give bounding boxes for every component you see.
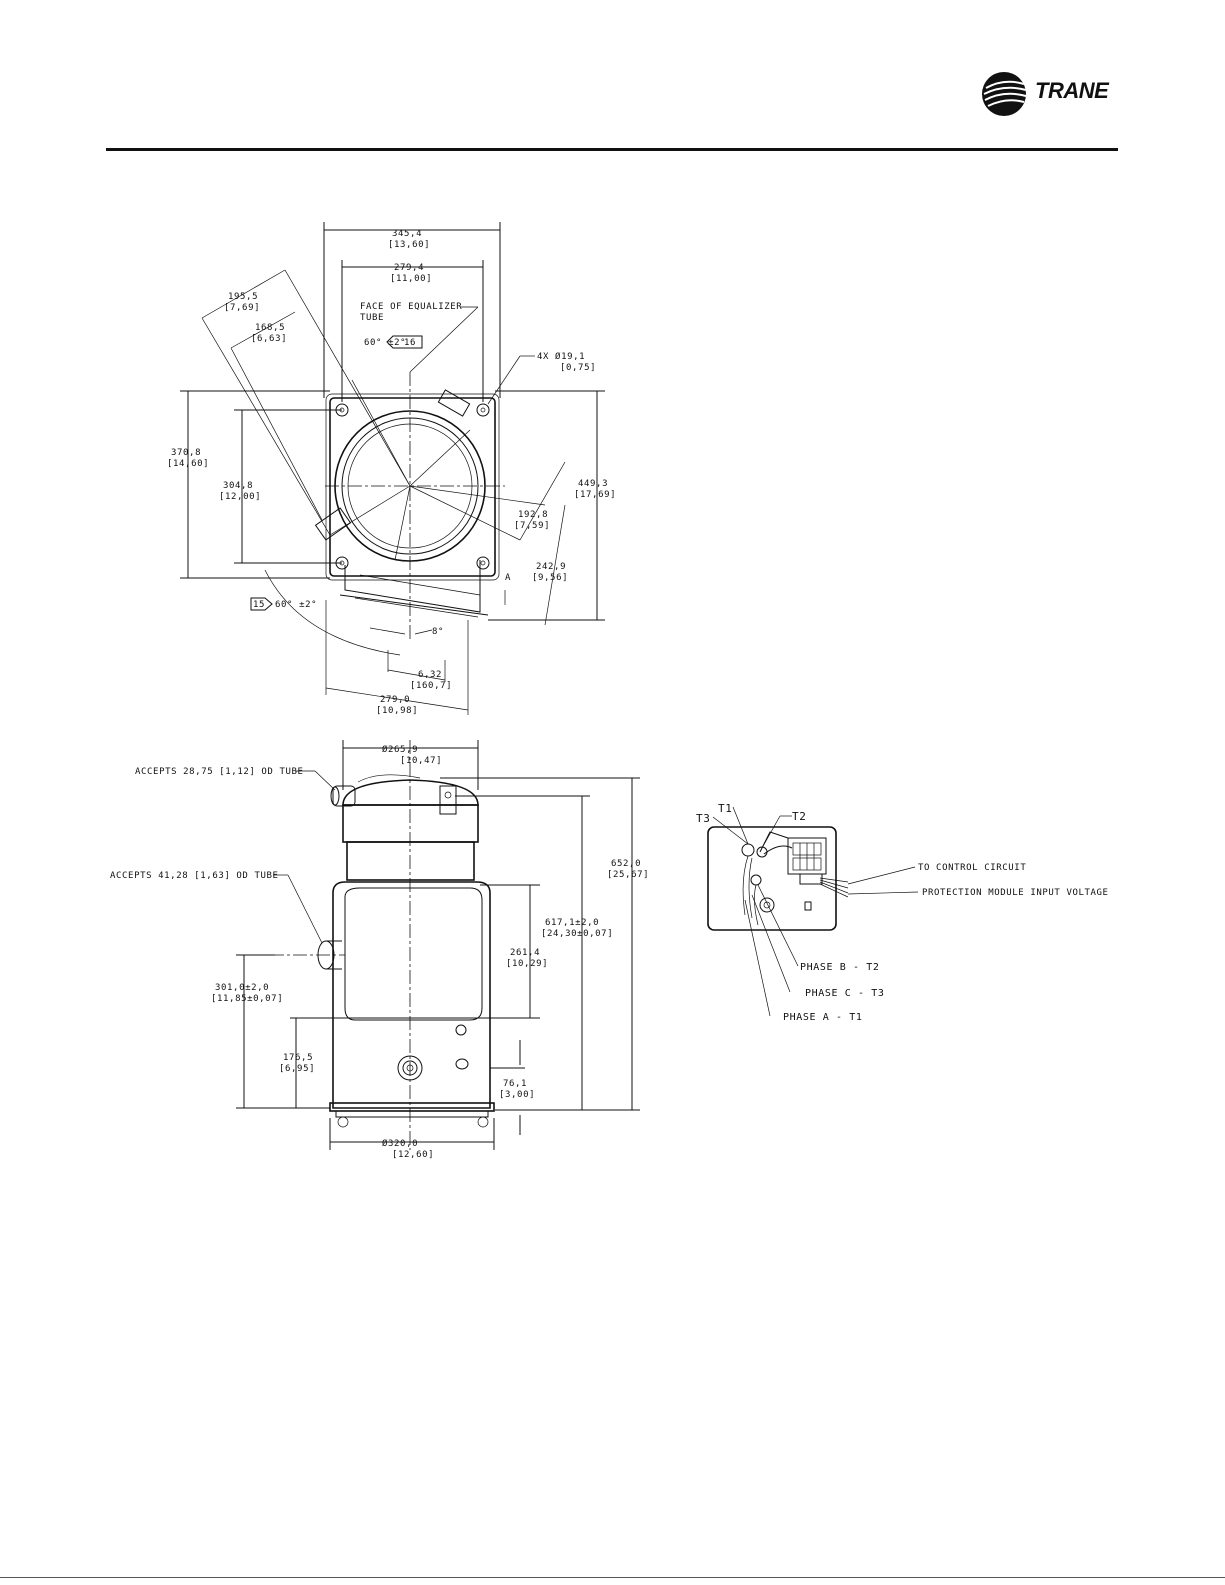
dim-offset-in: [160,7] <box>410 681 452 691</box>
protection-label: PROTECTION MODULE INPUT VOLTAGE <box>922 888 1109 898</box>
phase-a-label: PHASE A - T1 <box>783 1012 862 1023</box>
dim-width-overall-in: [13,60] <box>388 240 430 250</box>
brand-logo <box>982 72 1027 116</box>
dim-height-overall: 652,0 <box>611 859 641 869</box>
equalizer-label-2: TUBE <box>360 313 384 323</box>
angle-top: 60° ±2° <box>364 338 406 348</box>
dim-angled-b: 168,5 <box>255 323 285 333</box>
dim-height-body: 261,4 <box>510 948 540 958</box>
dim-radial-2-in: [9,56] <box>532 573 568 583</box>
phase-c-label: PHASE C - T3 <box>805 988 884 999</box>
dim-left-outer: 370,8 <box>171 448 201 458</box>
top-view <box>180 222 605 715</box>
header-rule <box>106 148 1118 151</box>
dim-radial-2: 242,9 <box>536 562 566 572</box>
dim-radial-1-in: [7,59] <box>514 521 550 531</box>
view-label-a: A <box>505 573 511 583</box>
discharge-tube-label: ACCEPTS 41,28 [1,63] OD TUBE <box>110 871 279 881</box>
dim-height-overall-in: [25,67] <box>607 870 649 880</box>
dim-height-discharge: 301,0±2,0 <box>215 983 269 993</box>
dim-left-inner-in: [12,00] <box>219 492 261 502</box>
dim-diameter-base-in: [12,60] <box>392 1150 434 1160</box>
dim-base-width-in: [10,98] <box>376 706 418 716</box>
dim-diameter-top: Ø265,9 <box>382 744 418 755</box>
to-control-label: TO CONTROL CIRCUIT <box>918 863 1026 873</box>
terminal-t2-label: T2 <box>792 810 806 823</box>
dim-height-low-in: [6,95] <box>279 1064 315 1074</box>
footer-rule <box>0 1577 1225 1578</box>
dim-offset: 6,32 <box>418 670 442 680</box>
dim-height-base-in: [3,00] <box>499 1090 535 1100</box>
dim-height-base: 76,1 <box>503 1079 527 1089</box>
dim-diameter-top-in: [10,47] <box>400 756 442 766</box>
dim-width-bolts: 279,4 <box>394 263 424 273</box>
angle-bottom: 60° ±2° <box>275 600 317 610</box>
dim-height-tube: 617,1±2,0 <box>545 918 599 928</box>
note-bottom: 15 <box>253 600 265 610</box>
dim-width-bolts-in: [11,00] <box>390 274 432 284</box>
dim-angled-b-in: [6,63] <box>251 334 287 344</box>
equalizer-label-1: FACE OF EQUALIZER <box>360 302 462 312</box>
dim-right-outer-in: [17,69] <box>574 490 616 500</box>
dim-height-body-in: [10,29] <box>506 959 548 969</box>
dim-height-low: 176,5 <box>283 1053 313 1063</box>
brand-name: TRANE <box>1035 78 1109 103</box>
side-view <box>236 740 640 1150</box>
dim-width-overall: 345,4 <box>392 229 422 239</box>
dim-height-tube-in: [24,30±0,07] <box>541 929 613 939</box>
dim-holes: 4X Ø19,1 <box>537 351 585 362</box>
dim-angled-a-in: [7,69] <box>224 303 260 313</box>
phase-b-label: PHASE B - T2 <box>800 962 879 973</box>
dim-angled-a: 195,5 <box>228 292 258 302</box>
dim-base-width: 279,0 <box>380 695 410 705</box>
angle-small: 8° <box>432 627 444 637</box>
dim-height-discharge-in: [11,85±0,07] <box>211 994 283 1004</box>
terminal-box <box>707 806 919 1017</box>
terminal-t1-label: T1 <box>718 802 732 815</box>
dim-radial-1: 192,8 <box>518 510 548 520</box>
dim-left-outer-in: [14,60] <box>167 459 209 469</box>
dim-holes-in: [0,75] <box>560 363 596 373</box>
dim-right-outer: 449,3 <box>578 479 608 489</box>
note-top: 16 <box>404 338 416 348</box>
suction-tube-label: ACCEPTS 28,75 [1,12] OD TUBE <box>135 767 304 777</box>
dim-left-inner: 304,8 <box>223 481 253 491</box>
dim-diameter-base: Ø320,0 <box>382 1138 418 1149</box>
terminal-t3-label: T3 <box>696 812 710 825</box>
